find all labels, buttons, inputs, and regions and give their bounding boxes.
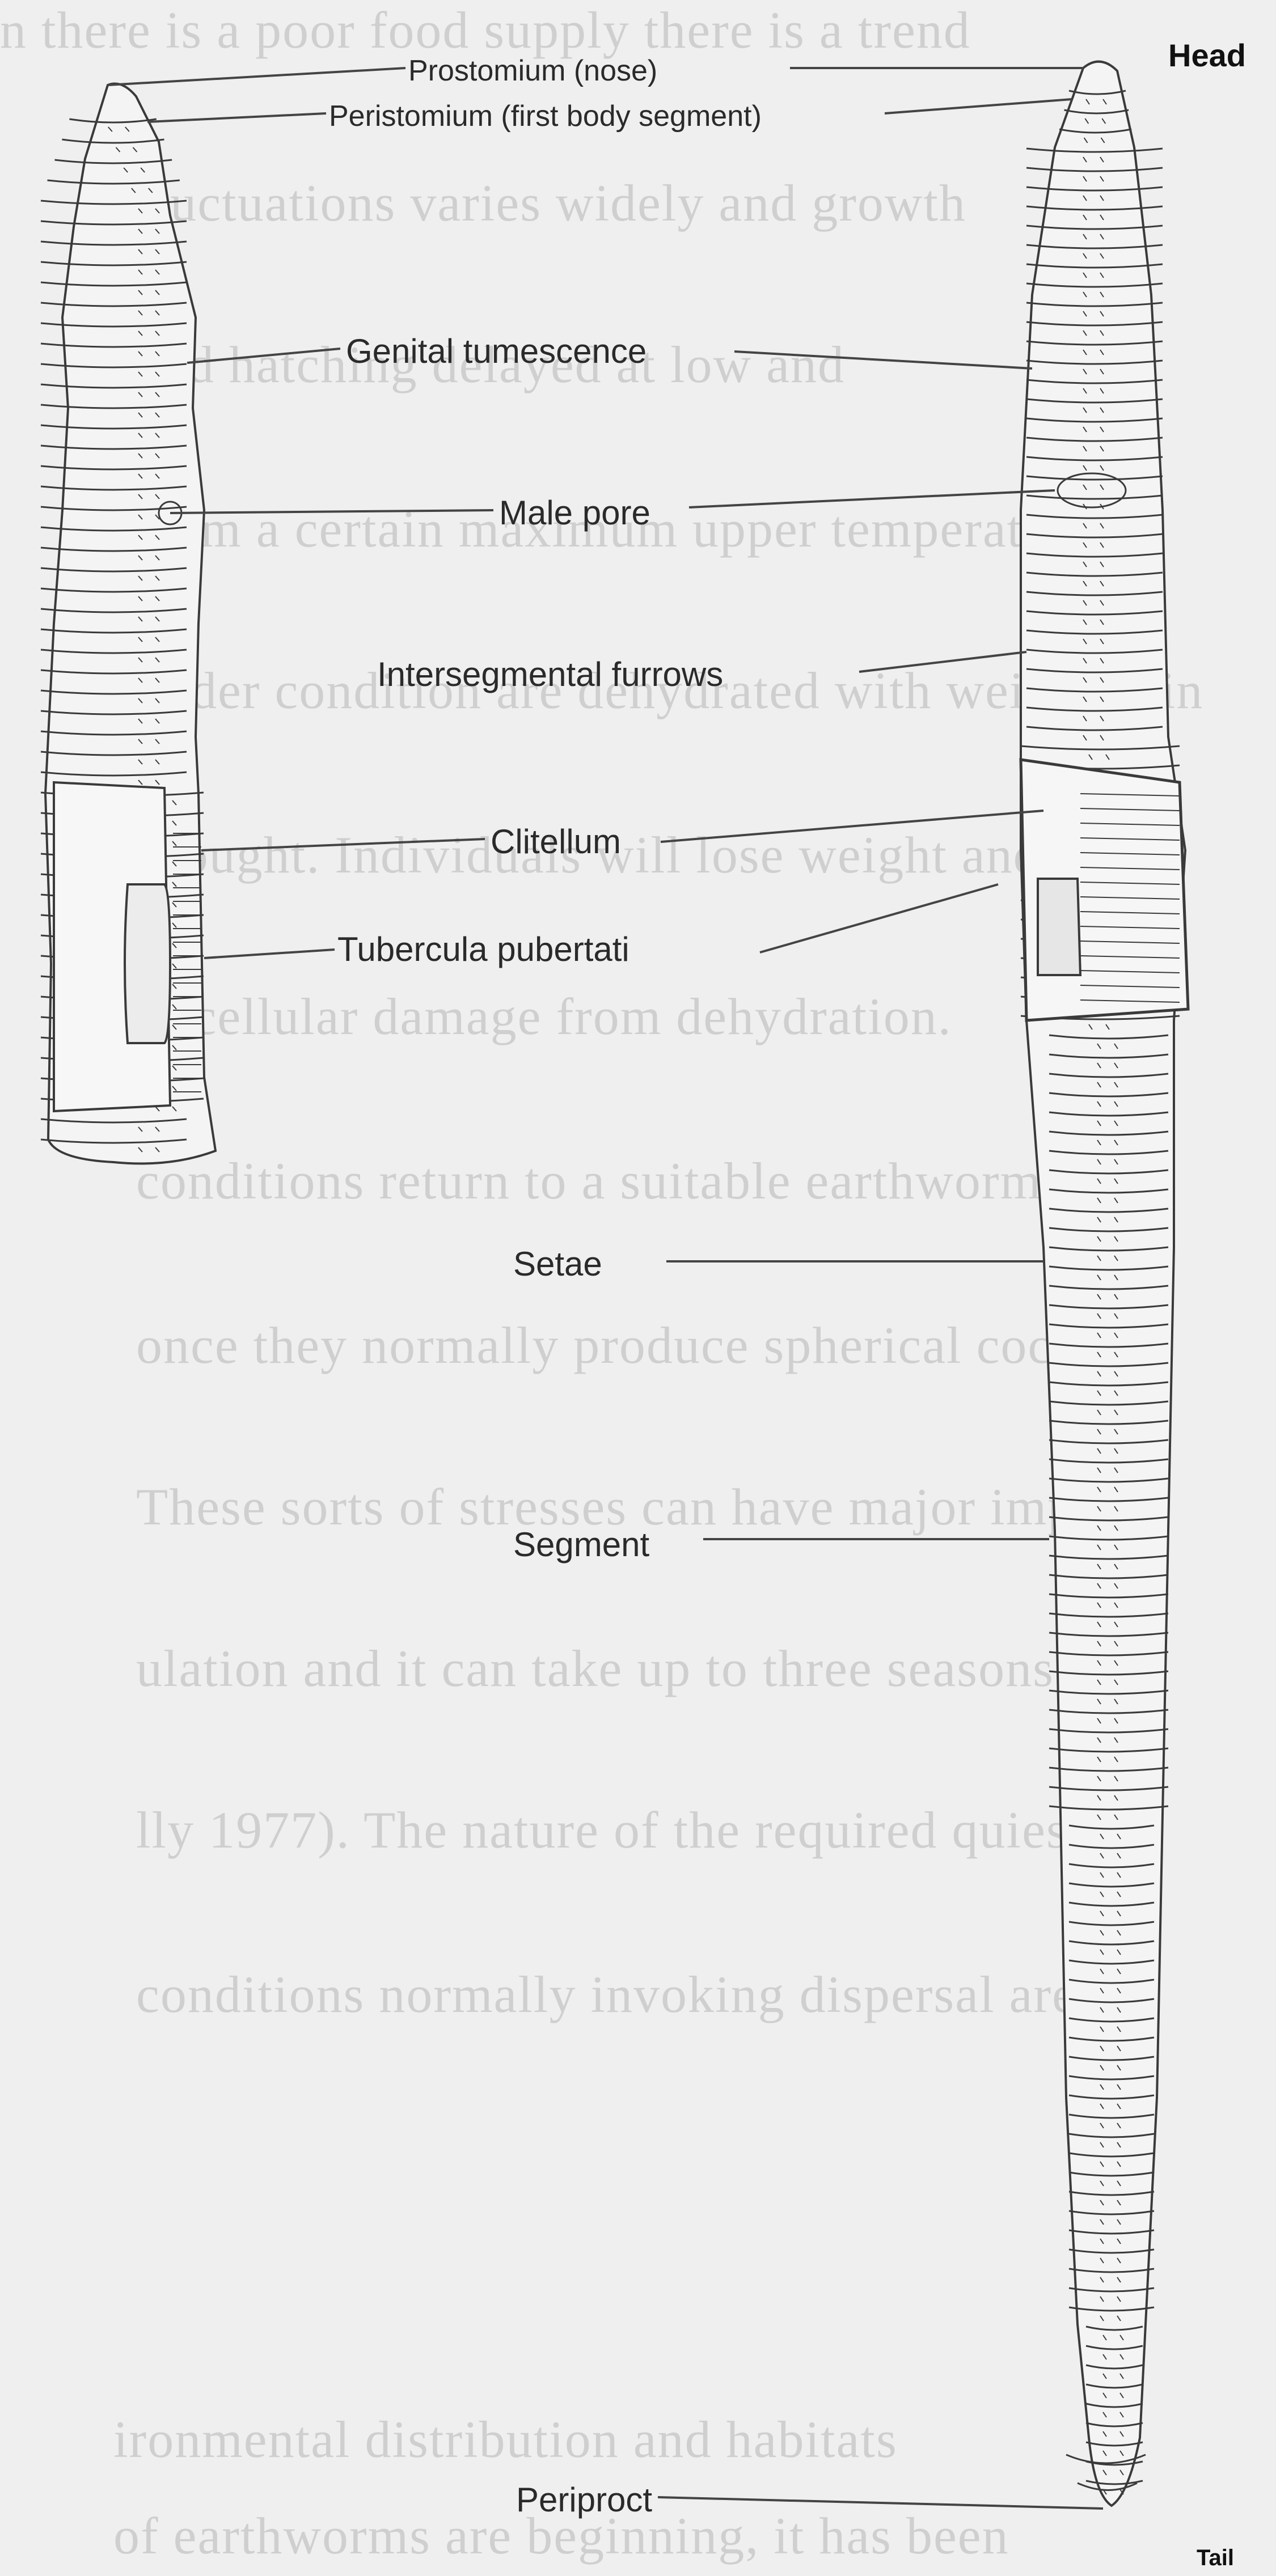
label-tubercula-pubertati: Tubercula pubertati (337, 930, 629, 969)
label-periproct: Periproct (516, 2480, 652, 2519)
leader-genital (187, 349, 340, 363)
worm-full-body (1021, 62, 1188, 2506)
label-head: Head (1168, 37, 1246, 74)
tubercula-ridge (1038, 879, 1080, 975)
label-clitellum: Clitellum (491, 822, 621, 861)
label-tail: Tail (1197, 2545, 1234, 2571)
full-body-outline (1021, 62, 1185, 2506)
leader-male-pore-right (689, 490, 1055, 507)
leader-peristomium-right (885, 99, 1072, 113)
leader-prostomium (108, 68, 405, 85)
leader-clitellum (201, 839, 485, 850)
label-peristomium: Peristomium (first body segment) (329, 99, 762, 133)
label-leader-lines (108, 68, 1103, 2509)
label-male-pore: Male pore (499, 493, 650, 532)
worm-anterior-closeup (41, 84, 216, 1164)
leader-tubercula (204, 950, 335, 958)
leader-periproct (658, 2497, 1103, 2509)
leader-male-pore (170, 510, 493, 513)
leader-clitellum-right (661, 811, 1043, 842)
label-intersegmental-furrows: Intersegmental furrows (377, 655, 723, 694)
leader-tubercula-right (760, 884, 998, 952)
leader-peristomium (147, 113, 326, 122)
leader-furrows-right (859, 652, 1026, 672)
label-setae: Setae (513, 1244, 602, 1283)
label-genital-tumescence: Genital tumescence (346, 332, 647, 371)
label-prostomium: Prostomium (nose) (408, 54, 657, 88)
tubercula-ridge (125, 884, 170, 1043)
label-segment: Segment (513, 1525, 649, 1564)
leader-genital-right (734, 351, 1032, 368)
